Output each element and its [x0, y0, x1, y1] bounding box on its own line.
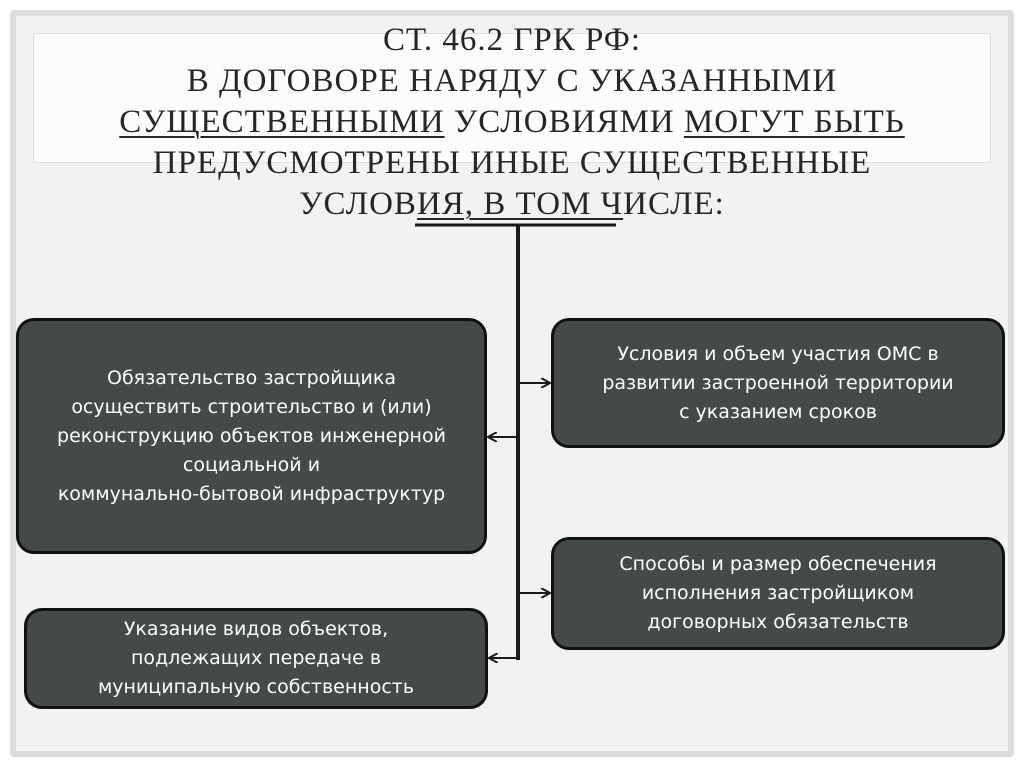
- box-developer-obligation: Обязательство застройщика осуществить ст…: [16, 318, 487, 554]
- title-line-2: В ДОГОВОРЕ НАРЯДУ С УКАЗАННЫМИ: [186, 63, 838, 99]
- box-oms-participation-text: Условия и объем участия ОМС в развитии з…: [602, 342, 954, 423]
- title-band: [33, 33, 991, 163]
- box-security-methods-text: Способы и размер обеспечения исполнения …: [619, 553, 937, 633]
- title-line-5: УСЛОВИЯ, В ТОМ ЧИСЛЕ:: [80, 184, 944, 225]
- title-line-1: СТ. 46.2 ГРК РФ:: [382, 22, 642, 58]
- box-oms-participation: Условия и объем участия ОМС в развитии з…: [551, 318, 1005, 448]
- box-security-methods: Способы и размер обеспечения исполнения …: [551, 537, 1005, 650]
- title-line-5-underlined: ИЯ, В ТОМ Ч: [416, 186, 624, 222]
- box-municipal-transfer: Указание видов объектов, подлежащих пере…: [24, 608, 488, 709]
- box-developer-obligation-text: Обязательство застройщика осуществить ст…: [57, 366, 446, 505]
- title-underlined-may-be: МОГУТ БЫТЬ: [683, 104, 905, 140]
- title-conditions-word: УСЛОВИЯМИ: [444, 104, 684, 140]
- title-underlined-essential: СУЩЕСТВЕННЫМИ: [119, 104, 445, 140]
- box-municipal-transfer-text: Указание видов объектов, подлежащих пере…: [97, 618, 415, 698]
- slide-title: СТ. 46.2 ГРК РФ: В ДОГОВОРЕ НАРЯДУ С УКА…: [80, 20, 944, 225]
- title-line-5-end: ИСЛЕ:: [623, 186, 725, 222]
- title-line-4: ПРЕДУСМОТРЕНЫ ИНЫЕ СУЩЕСТВЕННЫЕ: [152, 145, 872, 181]
- title-line-3: СУЩЕСТВЕННЫМИ УСЛОВИЯМИ МОГУТ БЫТЬ: [80, 102, 944, 143]
- title-line-5-start: УСЛОВ: [299, 186, 417, 222]
